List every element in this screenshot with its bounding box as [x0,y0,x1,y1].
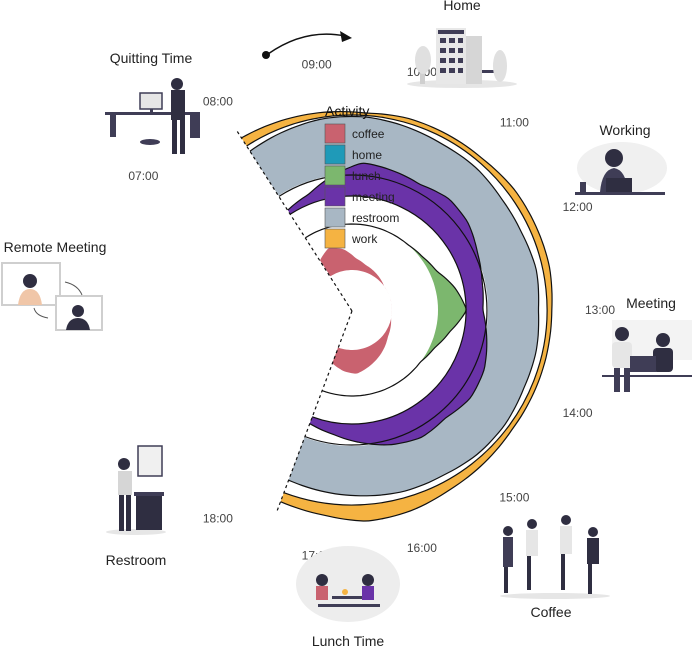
working-illustration [575,142,667,195]
hour-ticks: 07:0008:0009:0010:0011:0012:0013:0014:00… [128,58,615,563]
remote-meeting-illustration [1,262,103,331]
legend: Activity coffee home lunch meeting restroom w… [324,103,399,249]
hour-tick-label: 13:00 [585,303,615,317]
hour-tick-label: 14:00 [563,406,593,420]
legend-swatch-restroom [324,207,346,228]
ring-baseline [290,195,467,425]
legend-swatch-meeting [324,186,346,207]
scene-label-quitting-time: Quitting Time [110,50,193,66]
hour-tick-label: 15:00 [499,490,529,504]
hour-tick-label: 09:00 [302,58,332,72]
series-work-outline [241,110,553,522]
scene-label-meeting: Meeting [626,295,676,311]
hour-tick-label: 12:00 [563,200,593,214]
legend-label-restroom: restroom [352,211,399,225]
series-restroom-outline [249,115,540,497]
series-meeting-outline [287,162,488,446]
radial-chart [235,110,553,522]
ring-baseline [278,174,488,446]
legend-label-coffee: coffee [352,127,385,141]
series-coffee [320,247,392,374]
legend-label-work: work [351,232,378,246]
lunch-illustration [296,546,400,622]
scene-label-working: Working [599,122,650,138]
legend-title: Activity [325,103,369,119]
scene-label-lunch: Lunch Time [312,633,385,647]
meeting-illustration [602,320,692,392]
legend-swatch-lunch [324,165,346,186]
series-lunch-outline [305,223,467,397]
restroom-illustration [106,445,166,535]
legend-label-lunch: lunch [352,169,381,183]
scene-label-coffee: Coffee [531,604,572,620]
hour-tick-label: 07:00 [128,169,158,183]
scene-label-remote-meeting: Remote Meeting [4,239,107,255]
legend-swatch-coffee [324,123,346,144]
hour-tick-label: 16:00 [407,541,437,555]
hour-tick-label: 18:00 [203,512,233,526]
legend-swatch-work [324,228,346,249]
legend-swatch-home [324,144,346,165]
home-illustration [407,28,517,88]
ring-baseline [246,114,548,506]
scene-label-restroom: Restroom [106,552,167,568]
hour-tick-label: 11:00 [500,116,529,130]
legend-label-meeting: meeting [352,190,395,204]
quitting-time-illustration [105,78,200,154]
scene-label-home: Home [443,0,481,13]
coffee-illustration [500,515,610,599]
hour-tick-label: 08:00 [203,94,233,108]
start-arrow [262,31,352,59]
legend-label-home: home [352,148,382,162]
